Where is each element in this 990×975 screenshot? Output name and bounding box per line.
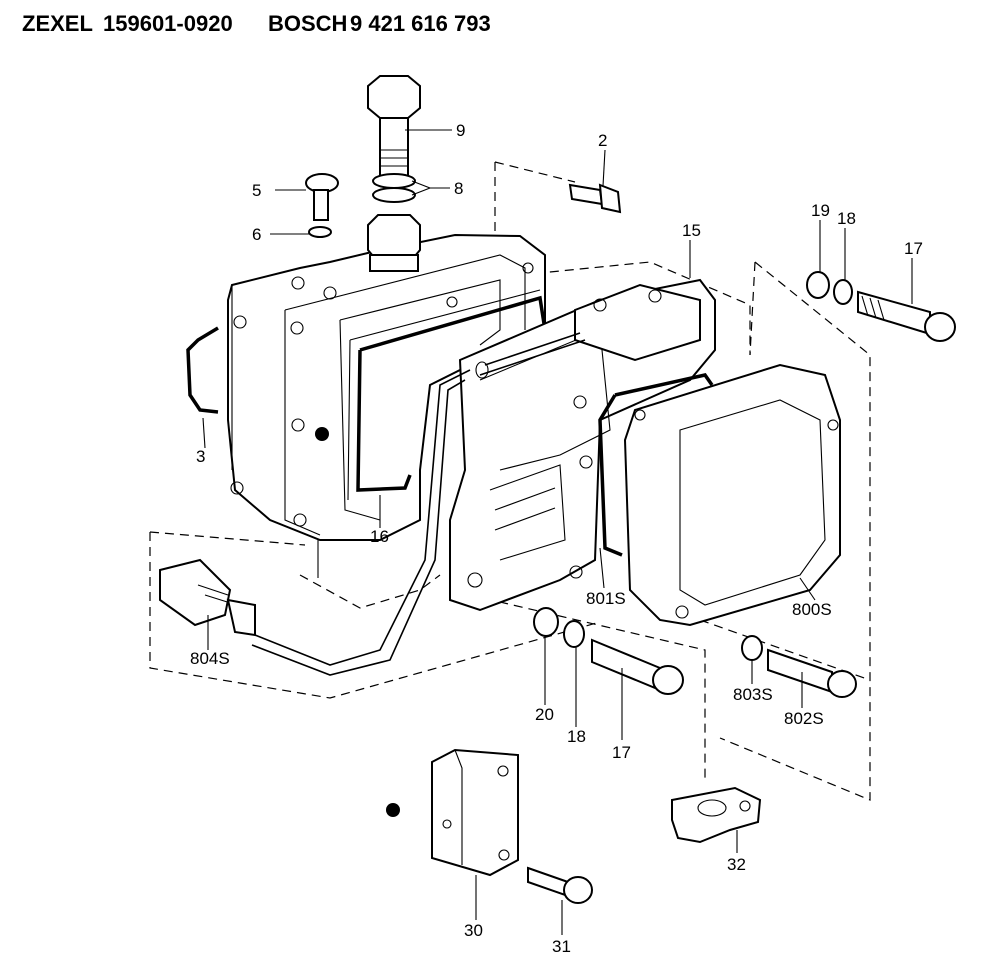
o-ring-3 — [186, 326, 219, 414]
callout-16: 16 — [370, 527, 389, 546]
leader-lines — [202, 129, 913, 935]
callout-801s: 801S — [586, 589, 626, 608]
bolt-802s — [767, 648, 857, 698]
cover-800s — [623, 363, 841, 627]
callout-3: 3 — [196, 447, 205, 466]
washer-18-lower — [563, 620, 585, 648]
gasket-801s — [598, 373, 714, 557]
callout-32: 32 — [727, 855, 746, 874]
callout-6: 6 — [252, 225, 261, 244]
washer-20 — [533, 607, 559, 637]
clamp-32 — [671, 786, 762, 844]
bolt-17-upper — [857, 290, 956, 342]
bolt-17-lower — [591, 638, 684, 695]
screw-2 — [568, 183, 622, 214]
washer-6 — [308, 226, 332, 238]
callout-2: 2 — [598, 131, 607, 150]
callout-802s: 802S — [784, 709, 824, 728]
bracket-30 — [431, 748, 519, 877]
marker-dot-1 — [315, 427, 329, 441]
washer-8b — [372, 187, 416, 203]
callout-9: 9 — [456, 121, 465, 140]
callout-labels: 9 8 5 6 2 15 19 18 17 3 16 804S 801S 800… — [190, 121, 923, 956]
callout-17-lower: 17 — [612, 743, 631, 762]
link-boss — [475, 283, 701, 379]
callout-15: 15 — [682, 221, 701, 240]
callout-803s: 803S — [733, 685, 773, 704]
governor-housing — [227, 233, 546, 541]
callout-18-upper: 18 — [837, 209, 856, 228]
callout-17-upper: 17 — [904, 239, 923, 258]
callout-804s: 804S — [190, 649, 230, 668]
washer-8a — [372, 173, 416, 189]
callout-30: 30 — [464, 921, 483, 940]
callout-31: 31 — [552, 937, 571, 956]
bolt-9 — [367, 75, 421, 179]
callout-8: 8 — [454, 179, 463, 198]
header-maker: ZEXEL — [22, 11, 93, 36]
marker-dot-2 — [386, 803, 400, 817]
harness-804s — [159, 369, 471, 676]
washer-803s — [741, 635, 763, 661]
callout-19: 19 — [811, 201, 830, 220]
washer-19 — [806, 271, 830, 299]
union-fitting — [367, 214, 421, 272]
gasket-16 — [356, 295, 547, 492]
header-maker-number: 159601-0920 — [103, 11, 233, 36]
screw-31 — [527, 866, 593, 904]
callout-5: 5 — [252, 181, 261, 200]
washer-18-upper — [833, 279, 853, 305]
header-oem: BOSCH — [268, 11, 347, 36]
callout-800s: 800S — [792, 600, 832, 619]
callout-18-lower: 18 — [567, 727, 586, 746]
screw-5 — [305, 173, 339, 221]
header-oem-number: 9 421 616 793 — [350, 11, 491, 36]
callout-20: 20 — [535, 705, 554, 724]
